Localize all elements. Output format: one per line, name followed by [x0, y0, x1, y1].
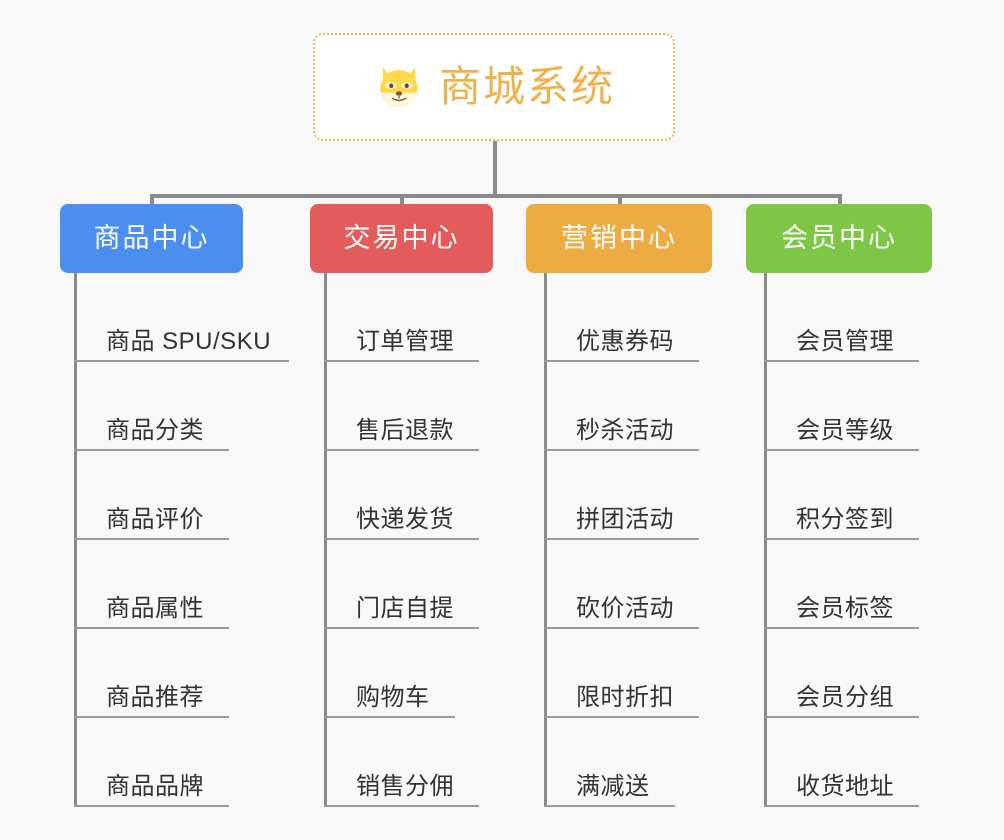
leaf-item[interactable]: 销售分佣 — [324, 718, 479, 807]
leaf-item[interactable]: 会员管理 — [764, 273, 919, 362]
leaf-item-label: 售后退款 — [356, 416, 454, 444]
connector-root-stem — [493, 141, 497, 196]
category-label-product-center: 商品中心 — [93, 223, 210, 253]
leaf-item-label: 订单管理 — [356, 327, 454, 355]
leaf-item[interactable]: 门店自提 — [324, 540, 479, 629]
leaf-item[interactable]: 会员标签 — [764, 540, 919, 629]
leaf-item[interactable]: 积分签到 — [764, 451, 919, 540]
leaf-item[interactable]: 商品评价 — [74, 451, 229, 540]
leaf-item[interactable]: 商品属性 — [74, 540, 229, 629]
connector-drop-marketing-center — [618, 194, 622, 206]
leaf-item-label: 优惠券码 — [576, 327, 674, 355]
leaf-item-label: 会员管理 — [796, 327, 894, 355]
category-label-trade-center: 交易中心 — [343, 223, 460, 253]
leaf-item-label: 会员分组 — [796, 683, 894, 711]
leaf-item-label: 商品分类 — [106, 416, 204, 444]
leaf-item[interactable]: 会员等级 — [764, 362, 919, 451]
column-spine-member-center — [764, 273, 767, 807]
connector-drop-product-center — [150, 194, 154, 206]
leaf-item-label: 购物车 — [356, 683, 430, 711]
leaf-item-label: 会员标签 — [796, 594, 894, 622]
column-spine-trade-center — [324, 273, 327, 807]
leaf-item-label: 商品推荐 — [106, 683, 204, 711]
leaf-item[interactable]: 快递发货 — [324, 451, 479, 540]
category-label-member-center: 会员中心 — [781, 223, 897, 253]
leaf-item[interactable]: 拼团活动 — [544, 451, 699, 540]
category-box-marketing-center[interactable]: 营销中心 — [526, 204, 712, 273]
column-spine-marketing-center — [544, 273, 547, 807]
leaf-item-label: 积分签到 — [796, 505, 894, 533]
leaf-item-label: 秒杀活动 — [576, 416, 674, 444]
leaf-item-label: 满减送 — [576, 772, 650, 800]
leaf-item-label: 商品 SPU/SKU — [106, 327, 272, 355]
leaf-item-label: 门店自提 — [356, 594, 454, 622]
leaf-item-label: 商品品牌 — [106, 772, 204, 800]
leaf-item-label: 收货地址 — [796, 772, 894, 800]
leaf-item-label: 砍价活动 — [576, 594, 674, 622]
leaf-item[interactable]: 订单管理 — [324, 273, 479, 362]
leaf-item[interactable]: 商品品牌 — [74, 718, 229, 807]
connector-drop-member-center — [838, 194, 842, 206]
leaf-item[interactable]: 限时折扣 — [544, 629, 699, 718]
leaf-item[interactable]: 收货地址 — [764, 718, 919, 807]
leaf-item[interactable]: 售后退款 — [324, 362, 479, 451]
leaf-item[interactable]: 满减送 — [544, 718, 675, 807]
leaf-item[interactable]: 商品推荐 — [74, 629, 229, 718]
category-label-marketing-center: 营销中心 — [561, 223, 677, 253]
category-box-member-center[interactable]: 会员中心 — [746, 204, 932, 273]
leaf-item[interactable]: 优惠券码 — [544, 273, 699, 362]
leaf-item[interactable]: 商品 SPU/SKU — [74, 273, 289, 362]
leaf-item-label: 商品属性 — [106, 594, 204, 622]
leaf-item[interactable]: 商品分类 — [74, 362, 229, 451]
leaf-item-label: 快递发货 — [356, 505, 454, 533]
leaf-item[interactable]: 砍价活动 — [544, 540, 699, 629]
leaf-item-label: 拼团活动 — [576, 505, 674, 533]
connector-horizontal-bus — [150, 194, 840, 198]
leaf-item[interactable]: 购物车 — [324, 629, 455, 718]
connector-drop-trade-center — [400, 194, 404, 206]
root-node-title: 商城系统 — [438, 63, 615, 110]
column-spine-product-center — [74, 273, 77, 807]
leaf-item[interactable]: 秒杀活动 — [544, 362, 699, 451]
leaf-item-label: 销售分佣 — [356, 772, 454, 800]
category-box-product-center[interactable]: 商品中心 — [60, 204, 243, 273]
leaf-item[interactable]: 会员分组 — [764, 629, 919, 718]
root-node-mall-system[interactable]: 商城系统 — [313, 33, 675, 141]
leaf-item-label: 会员等级 — [796, 416, 894, 444]
leaf-item-label: 商品评价 — [106, 505, 204, 533]
shiba-dog-face-icon — [380, 67, 418, 108]
category-box-trade-center[interactable]: 交易中心 — [310, 204, 493, 273]
leaf-item-label: 限时折扣 — [576, 683, 674, 711]
